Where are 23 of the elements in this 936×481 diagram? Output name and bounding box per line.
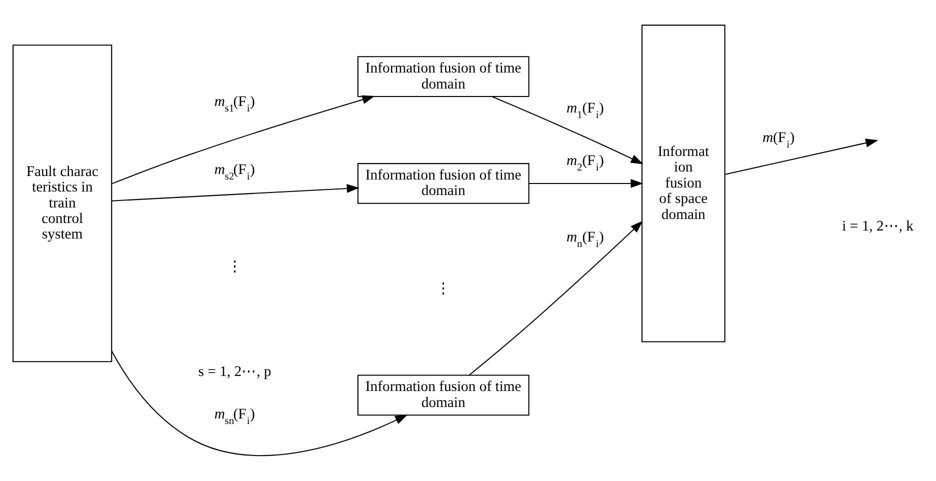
arrow — [112, 184, 360, 202]
label: ⋮ — [227, 259, 242, 276]
arrow — [528, 179, 644, 188]
arrow — [468, 220, 643, 376]
edge-label: m$_{1}$(F$_{i}$) — [566, 100, 604, 121]
label: ⋮ — [436, 281, 451, 298]
edge-label: m$_{s1}$(F$_{i}$) — [214, 94, 255, 115]
edge-label: m$_{sn}$(F$_{i}$) — [214, 406, 255, 427]
edge-label: m(F$_{i}$) — [762, 130, 795, 150]
edge-label: m$_{n}$(F$_{i}$) — [566, 229, 604, 250]
label: i = 1, 2⋯, k — [842, 218, 914, 234]
edge-label: m$_{2}$(F$_{i}$) — [566, 152, 604, 174]
arrow — [492, 96, 644, 164]
node-box: Information fusion of time domain — [357, 374, 530, 416]
node-box: Fault characteristics in train control system — [12, 44, 112, 362]
node-box: Information fusion of space domain — [641, 24, 726, 342]
node-box: Information fusion of time domain — [357, 56, 530, 97]
node-box: Information fusion of time domain — [357, 163, 530, 204]
arrow — [111, 350, 408, 456]
edge-label: m$_{s2}$(F$_{i}$) — [214, 162, 255, 183]
label: s = 1, 2⋯, p — [198, 364, 272, 380]
arrow — [725, 138, 878, 175]
arrow — [112, 95, 375, 184]
